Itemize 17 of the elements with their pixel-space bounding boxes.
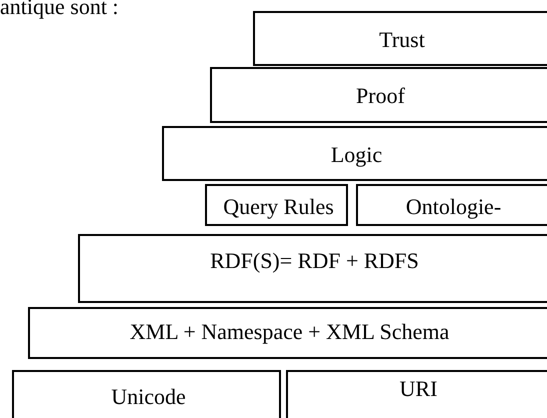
layer-box	[28, 307, 547, 359]
layer-label: Unicode	[110, 384, 187, 410]
layer-label: RDF(S)= RDF + RDFS	[209, 248, 420, 274]
layer-box	[210, 67, 547, 123]
layer-label: Logic	[330, 142, 384, 168]
layer-label: URI	[398, 376, 438, 402]
layer-box	[12, 370, 281, 418]
layer-label: Proof	[355, 83, 406, 109]
layer-box	[356, 184, 547, 226]
layer-label: Trust	[378, 27, 426, 53]
layer-label: Ontologie-	[404, 194, 502, 220]
layer-box	[162, 126, 547, 181]
layer-box	[205, 184, 348, 226]
layer-box	[253, 11, 547, 66]
layer-box	[78, 234, 547, 303]
layer-label: XML + Namespace + XML Schema	[128, 319, 450, 345]
layer-label: Query Rules	[222, 194, 335, 220]
